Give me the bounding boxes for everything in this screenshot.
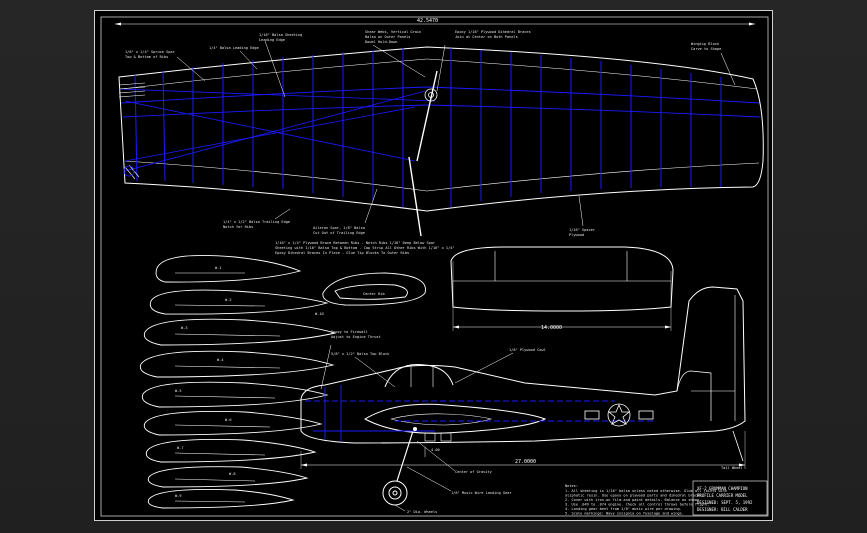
rib-label-10: W-10 [315,312,324,316]
firewall-callout: Epoxy to Firewall [331,330,368,334]
rib-label-6: W-6 [225,418,232,422]
fuselage-outline [300,286,746,444]
center-bracing [118,88,436,172]
note-line-1: 1. All sheeting is 1/16" balsa unless no… [565,489,727,493]
title-block: XF-2 GRUMMAN CHAMPION PROFILE CARRIER MO… [692,480,768,516]
rib-center [322,272,426,306]
wing-ribs [134,48,722,207]
rib-w4 [139,350,335,378]
rib-w5 [141,381,329,408]
fuselage-leaders [320,344,514,512]
star-insignia [584,403,654,427]
title-line-1: XF-2 GRUMMAN CHAMPION [697,486,748,491]
rib-w1 [155,255,302,283]
spacer-callout-sub: Plywood [569,233,584,237]
rib-label-3: W-3 [181,326,188,330]
general-notes: Notes: 1. All sheeting is 1/16" balsa un… [565,484,727,516]
inner-border [100,16,769,517]
rib-w9 [147,488,295,509]
wing-note-2: Sheeting with 1/16" Balsa Top & Bottom -… [275,246,455,250]
tip-callout-sub: Carve to Shape [691,47,721,51]
tip-hatch [118,82,146,180]
title-line-2: PROFILE CARRIER MODEL [697,493,748,498]
small-dimension: 4.00 [431,448,440,452]
spacer-callout: 1/16" Spacer [569,228,596,232]
rib-w3 [143,318,337,346]
rib-label-2: W-2 [225,298,232,302]
cg-callout: Center of Gravity [455,470,493,474]
rib-label-1: W-1 [215,266,222,270]
rear-spar [122,104,761,118]
rib-w8 [147,466,309,488]
main-spar [120,86,760,104]
center-dowels [408,70,438,237]
gear-callout: 1/8" Music Wire Landing Gear [451,491,512,495]
tailwheel-strut [732,430,744,462]
wing-root-fairing [363,403,547,434]
span-dimension: 42.5470 [417,18,438,24]
stabilizer-outline [450,246,674,312]
aileron-callout: Aileron Spar, 1/8" Balsa [313,226,365,230]
tailwheel-callout: Tail Wheel [721,466,743,470]
top-block-callout: 5/8" x 1/2" Balsa Top Block [331,352,390,356]
shear-web-callout-sub: Balsa on Outer Panels [365,35,410,39]
rib-templates [139,255,426,509]
landing-gear-leg [396,430,414,482]
rib-label-center: Center Rib [363,292,385,296]
canopy [384,363,454,388]
aileron-callout-sub: Cut Out of Trailing Edge [313,231,365,235]
wing-plan-view: 42.5470 [115,18,764,255]
dowel-callout: Dowel Hold-Down [365,40,397,44]
rib-w2 [149,289,329,315]
note-line-3: 2. Cover with iron-on film and paint det… [565,498,701,502]
rib-label-5: W-5 [175,389,182,393]
wing-leaders [176,40,736,227]
tip-callout: Wingtip Block [691,42,720,46]
wing-note-3: Epoxy Dihedral Braces In Place - Glue Ti… [275,251,409,255]
main-wheel [382,480,408,506]
stabilizer-plan [450,246,674,331]
wing-outline [118,46,764,212]
rib-label-8: W-8 [229,472,236,476]
rib-w6 [143,411,323,436]
fuselage-structure [305,385,655,441]
trailing-edge-callout: 1/4" x 1/2" Balsa Trailing Edge [223,220,290,224]
rib-label-7: W-7 [177,446,184,450]
fuselage-dimension: 27.0000 [515,459,536,465]
title-line-4: DESIGNER: BILL CALDER [697,507,748,512]
note-line-6: 5. Scale markings: Navy insignia on fuse… [565,512,684,516]
sheeting-callout: 1/16" Balsa Sheeting [259,33,302,37]
title-line-3: DESIGNED: SEPT. 5, 1992 [697,500,753,505]
notes-heading: Notes: [565,484,578,488]
stab-dimension: 14.0000 [541,325,562,331]
spar-callout: 1/8" x 1/4" Spruce Spar [125,50,176,54]
wheels-callout: 2" Dia. Wheels [407,510,437,514]
trailing-edge-line [124,160,760,192]
note-line-2: aliphatic resin. Use epoxy on plywood pa… [565,494,703,498]
note-line-4: 3. Use .049 to .074 engine. Check all co… [565,503,710,507]
trailing-edge-callout-sub: Notch for Ribs [223,225,253,229]
cowl-callout: 1/8" Plywood Cowl [509,348,546,352]
firewall-callout-sub: Adjust to Engine Thrust [331,335,381,339]
wing-note-1: 1/16" x 1/4" Plywood Brace Between Ribs … [275,241,436,245]
ply-joiner-callout-sub: Join at Center on Both Panels [455,35,518,39]
drawing-sheet: 42.5470 [94,10,773,521]
ply-joiner-callout: Epoxy 1/16" Plywood Dihedral Braces [455,30,531,34]
shear-web-callout: Shear Webs, Vertical Grain [365,30,421,34]
rib-center-cutout [334,284,408,300]
sheeting-callout-sub: Leading Edge [259,38,285,42]
rib-labels: W-1 W-2 W-3 W-4 W-5 W-6 W-7 W-8 W-9 W-10… [175,266,385,498]
rib-w7 [145,439,317,463]
leading-edge-line [120,58,758,90]
rib-label-4: W-4 [217,358,224,362]
rib-label-9: W-9 [175,494,182,498]
spar-callout-sub: Top & Bottom of Ribs [125,55,168,59]
plan-drawing: 42.5470 [100,16,769,517]
leading-edge-callout: 1/4" Balsa Leading Edge [209,46,259,50]
fuselage-profile [300,286,746,506]
note-line-5: 4. Landing gear bent from 1/8" music wir… [565,507,682,511]
